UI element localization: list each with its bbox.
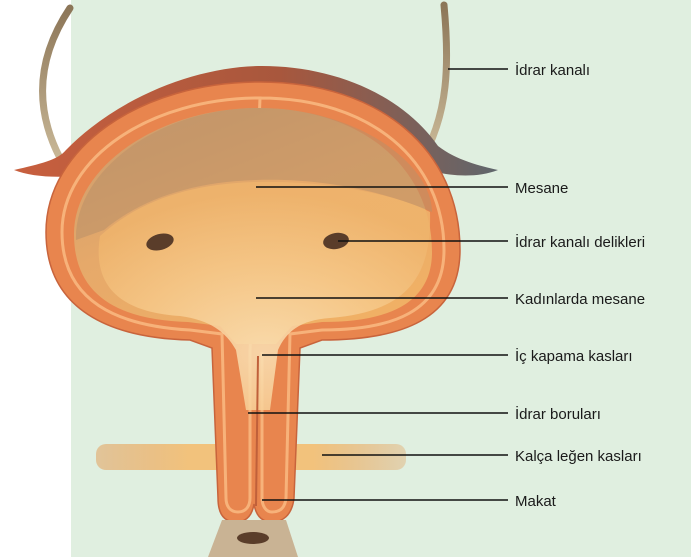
ureter-openings-label: İdrar kanalı delikleri <box>515 233 645 251</box>
urethra-label: İdrar kanalı <box>515 61 590 79</box>
bladder-label: Mesane <box>515 180 568 197</box>
female-bladder-label: Kadınlarda mesane <box>515 291 645 308</box>
pelvic-floor-label: Kalça leğen kasları <box>515 448 642 465</box>
rectum-label: Makat <box>515 493 557 510</box>
internal-sphincter-label: İç kapama kasları <box>515 347 633 365</box>
left-ureter <box>42 8 70 158</box>
urinary-tubes-label: İdrar boruları <box>515 405 601 423</box>
rectum-opening <box>237 532 269 544</box>
